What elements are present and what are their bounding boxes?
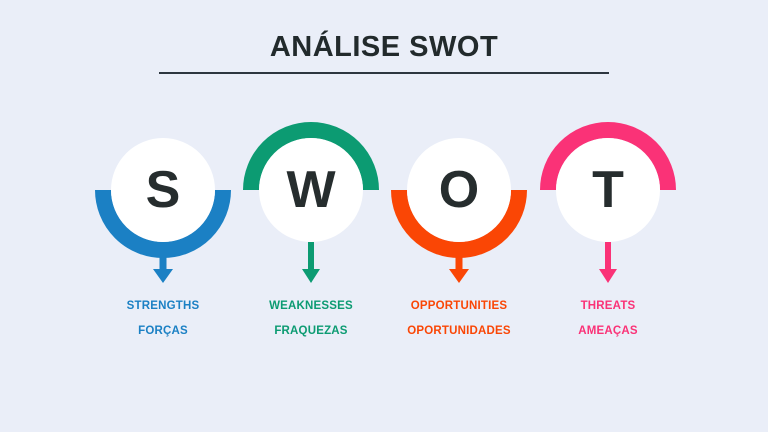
circle-threats[interactable] xyxy=(556,138,660,242)
label-group-opportunities: OPPORTUNITIES OPORTUNIDADES xyxy=(371,299,547,338)
swot-letter-w: W xyxy=(286,161,336,219)
swot-letter-s: S xyxy=(145,161,181,219)
page-title: ANÁLISE SWOT xyxy=(269,31,499,63)
label-threats-en: THREATS xyxy=(580,300,636,312)
label-opportunities-pt: OPORTUNIDADES xyxy=(407,325,511,337)
swot-arrows xyxy=(153,242,617,283)
circle-strengths[interactable] xyxy=(111,138,215,242)
label-group-weaknesses: WEAKNESSES FRAQUEZAS xyxy=(223,299,399,338)
label-threats-pt: AMEAÇAS xyxy=(578,325,638,337)
swot-circles xyxy=(111,138,660,242)
arrow-opportunities xyxy=(449,248,469,283)
label-weaknesses-pt: FRAQUEZAS xyxy=(274,325,348,337)
title-underline-rule xyxy=(159,72,609,74)
circle-weaknesses[interactable] xyxy=(259,138,363,242)
arrow-threats xyxy=(599,242,617,283)
swot-letter-o: O xyxy=(438,161,480,219)
swot-letter-t: T xyxy=(592,161,624,219)
label-group-strengths: STRENGTHS FORÇAS xyxy=(75,299,251,338)
label-strengths-en: STRENGTHS xyxy=(126,300,200,312)
arc-weaknesses xyxy=(243,122,379,191)
label-opportunities-en: OPPORTUNITIES xyxy=(410,300,508,312)
title-block: ANÁLISE SWOT xyxy=(0,30,768,74)
circle-opportunities[interactable] xyxy=(407,138,511,242)
arc-threats xyxy=(540,122,676,191)
label-strengths-pt: FORÇAS xyxy=(138,325,188,337)
arrow-strengths xyxy=(153,248,173,283)
label-weaknesses-en: WEAKNESSES xyxy=(269,300,353,312)
label-group-threats: THREATS AMEAÇAS xyxy=(520,299,696,338)
arrow-weaknesses xyxy=(302,242,320,283)
